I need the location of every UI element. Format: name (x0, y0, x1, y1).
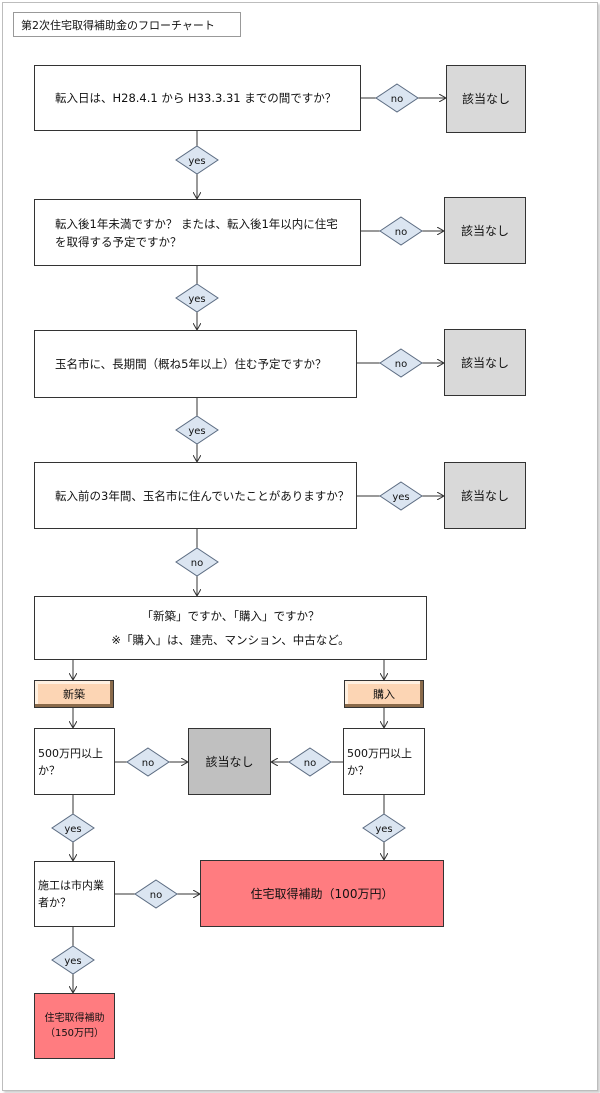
decision-diamond-no (375, 83, 419, 113)
decision-diamond-yes (175, 415, 219, 445)
result-text: （150万円） (44, 1028, 105, 1039)
result-not-applicable: 該当なし (444, 329, 526, 396)
question-note: ※「購入」は、建売、マンション、中古など。 (111, 633, 350, 647)
decision-label-yes: yes (375, 824, 392, 835)
question-new-or-purchase: 「新築」ですか、「購入」ですか？ ※「購入」は、建売、マンション、中古など。 (34, 596, 427, 660)
question-purchase-price: 500万円以上 か？ (343, 728, 425, 795)
result-text: 住宅取得補助 (44, 1013, 105, 1024)
question-text: を取得する予定ですか？ (55, 234, 182, 249)
result-not-applicable: 該当なし (444, 462, 526, 529)
question-text: 転入日は、H28.4.1 から H33.3.31 までの間ですか？ (55, 91, 337, 105)
result-text: 該当なし (460, 223, 509, 238)
decision-label-no: no (142, 758, 154, 769)
result-text: 住宅取得補助（100万円） (250, 886, 394, 901)
decision-label-yes: yes (64, 956, 81, 967)
decision-diamond-yes (51, 945, 95, 975)
decision-label-yes: yes (188, 156, 205, 167)
question-prior-residence: 転入前の3年間、玉名市に住んでいたことがありますか？ (34, 462, 357, 529)
decision-diamond-no (134, 879, 178, 909)
decision-diamond-yes (175, 283, 219, 313)
question-text: 「新築」ですか、「購入」ですか？ (141, 609, 320, 623)
tag-label: 新築 (63, 688, 85, 701)
decision-label-no: no (395, 359, 407, 370)
decision-label-yes: yes (392, 492, 409, 503)
result-text: 該当なし (461, 92, 510, 106)
question-text: 施工は市内業 (38, 879, 104, 892)
decision-diamond-no (379, 348, 423, 378)
decision-label-no: no (150, 890, 162, 901)
result-not-applicable: 該当なし (444, 197, 526, 264)
decision-label-yes: yes (188, 426, 205, 437)
decision-label-no: no (395, 227, 407, 238)
decision-diamond-yes (51, 813, 95, 843)
decision-diamond-no (175, 547, 219, 577)
tag-label: 購入 (373, 688, 395, 701)
result-text: 該当なし (460, 488, 509, 503)
result-subsidy-150: 住宅取得補助 （150万円） (34, 993, 115, 1059)
decision-diamond-no (379, 216, 423, 246)
result-text: 該当なし (460, 355, 509, 370)
question-text: か？ (38, 763, 60, 777)
page-title: 第2次住宅取得補助金のフローチャート (13, 12, 241, 37)
question-text: 500万円以上 (38, 746, 103, 760)
question-move-in-date: 転入日は、H28.4.1 から H33.3.31 までの間ですか？ (34, 65, 361, 131)
question-text: 500万円以上 (347, 746, 412, 760)
result-not-applicable: 該当なし (188, 728, 271, 795)
decision-diamond-yes (362, 813, 406, 843)
question-text: 玉名市に、長期間（概ね5年以上）住む予定ですか？ (55, 357, 327, 371)
question-text: 転入後1年未満ですか？ または、転入後1年以内に住宅 (55, 216, 338, 231)
result-text: 該当なし (205, 754, 254, 769)
question-new-price: 500万円以上 か？ (34, 728, 115, 795)
question-long-term-residence: 玉名市に、長期間（概ね5年以上）住む予定ですか？ (34, 330, 357, 398)
decision-label-yes: yes (64, 824, 81, 835)
question-text: か？ (347, 763, 369, 777)
decision-label-no: no (304, 758, 316, 769)
result-not-applicable: 該当なし (446, 65, 526, 133)
decision-diamond-no (126, 747, 170, 777)
result-subsidy-100: 住宅取得補助（100万円） (200, 860, 444, 927)
question-text: 者か？ (38, 896, 71, 909)
question-local-builder: 施工は市内業 者か？ (34, 861, 115, 927)
decision-label-yes: yes (188, 294, 205, 305)
decision-diamond-yes (379, 481, 423, 511)
tag-purchase: 購入 (344, 680, 424, 708)
decision-diamond-no (288, 747, 332, 777)
decision-label-no: no (391, 94, 403, 105)
question-text: 転入前の3年間、玉名市に住んでいたことがありますか？ (55, 488, 350, 503)
question-move-in-period: 転入後1年未満ですか？ または、転入後1年以内に住宅 を取得する予定ですか？ (34, 199, 361, 266)
tag-new-build: 新築 (34, 680, 114, 708)
decision-diamond-yes (175, 145, 219, 175)
decision-label-no: no (191, 558, 203, 569)
